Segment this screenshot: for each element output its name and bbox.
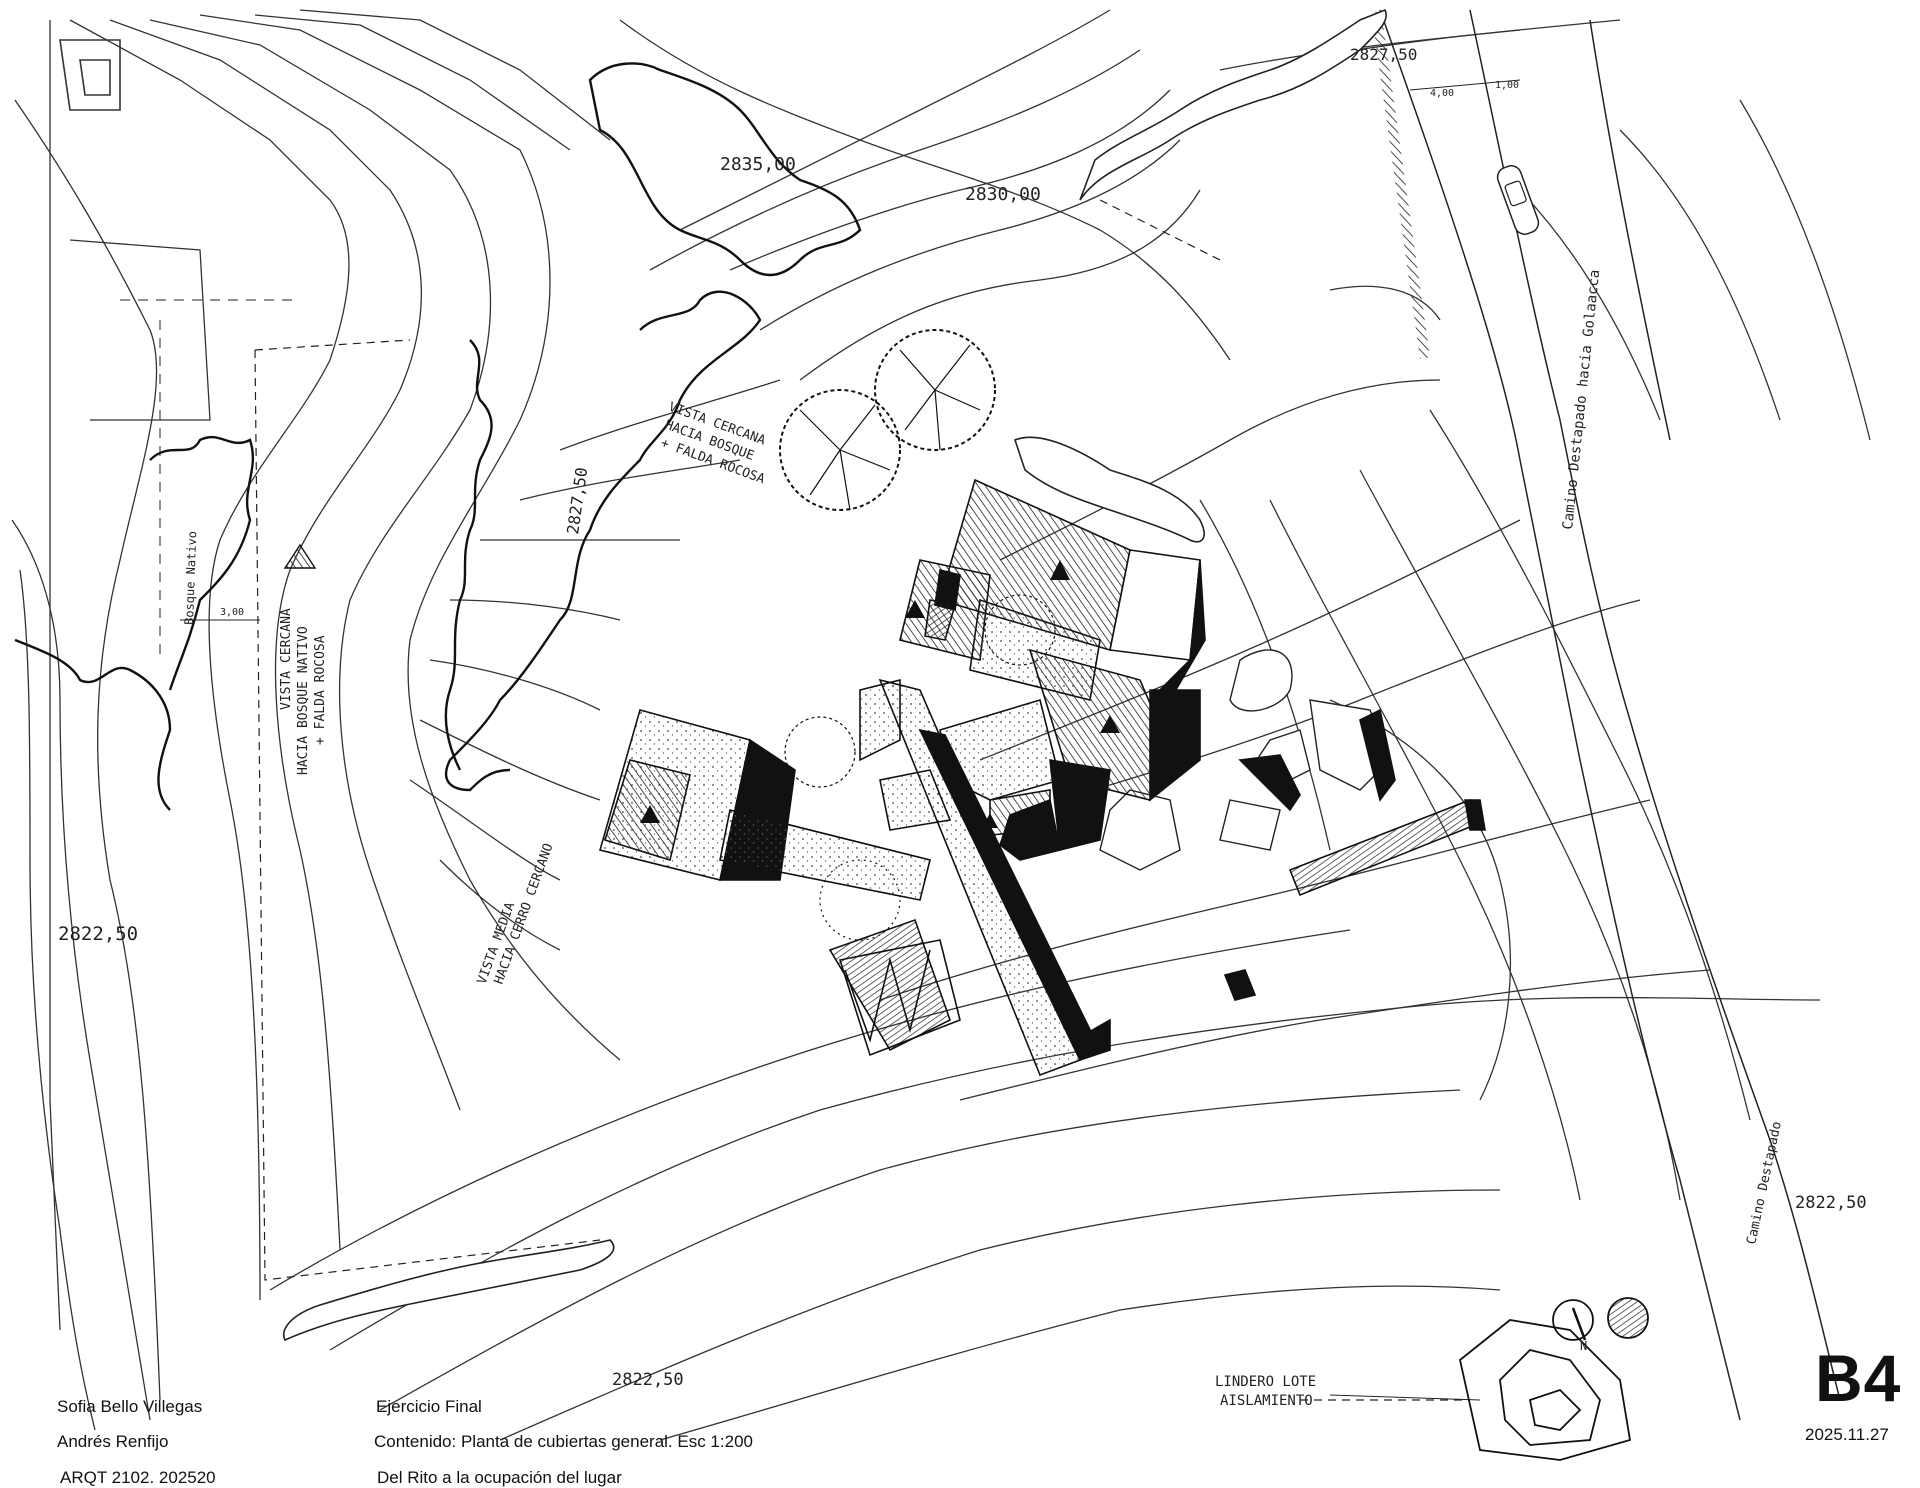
sheet-number: B4 (1815, 1341, 1902, 1415)
roof-slope-markers (640, 560, 1120, 828)
road-edge-hatch (1371, 10, 1431, 359)
elevation-2822-bottom: 2822,50 (612, 1370, 684, 1390)
car-icon (1496, 165, 1540, 235)
author-1: Sofia Bello Villegas (57, 1397, 203, 1416)
dimension-100: 1,00 (1495, 80, 1519, 91)
north-arrow-icon (1552, 1297, 1649, 1341)
view-arrow-icon (283, 543, 317, 569)
landform-bottom-right (1458, 1319, 1632, 1461)
contour-lines-right (269, 9, 1871, 1441)
native-forest-boundary (14, 62, 862, 811)
vegetation-strips (283, 8, 1387, 1342)
elevation-2830: 2830,00 (965, 184, 1041, 205)
label-camino-golaacca: Camino Destapado hacia Golaacca (1560, 269, 1603, 531)
label-lindero-1: LINDERO LOTE (1215, 1374, 1316, 1390)
elevation-2827-mid: 2827,50 (563, 466, 591, 535)
north-label: N (1580, 1339, 1587, 1353)
course-code: ARQT 2102. 202520 (60, 1468, 216, 1487)
elevation-2822-right: 2822,50 (1795, 1193, 1867, 1213)
dimension-400: 4,00 (1430, 88, 1454, 99)
dimension-lines (120, 79, 1521, 660)
elevation-2822-left: 2822,50 (58, 923, 138, 945)
sheet-date: 2025.11.27 (1805, 1425, 1889, 1444)
elevation-2827-top: 2827,50 (1350, 45, 1417, 64)
dirt-road (1379, 9, 1841, 1421)
label-camino-destapado: Camino Destapado (1744, 1120, 1785, 1246)
contour-lines-left (11, 9, 621, 1431)
dimension-300: 3,00 (220, 607, 244, 618)
tree-symbols (779, 329, 1056, 941)
elevation-2835: 2835,00 (720, 154, 796, 175)
label-vista-cercana-left-3: + FALDA ROCOSA (313, 635, 328, 745)
label-lindero-2: AISLAMIENTO (1220, 1393, 1313, 1409)
exercise-title: Ejercicio Final (376, 1397, 482, 1416)
content-description: Contenido: Planta de cubiertas general. … (374, 1432, 753, 1451)
label-vista-cercana-left-2: HACIA BOSQUE NATIVO (296, 626, 311, 775)
lindero-leader (1329, 1394, 1481, 1401)
project-subtitle: Del Rito a la ocupación del lugar (377, 1468, 622, 1487)
label-bosque-nativo: Bosque Nativo (182, 531, 199, 625)
label-vista-cercana-left-1: VISTA CERCANA (279, 608, 294, 710)
author-2: Andrés Renfijo (57, 1432, 169, 1451)
building-roofs (599, 478, 1486, 1077)
lot-boundary (254, 199, 1470, 1401)
